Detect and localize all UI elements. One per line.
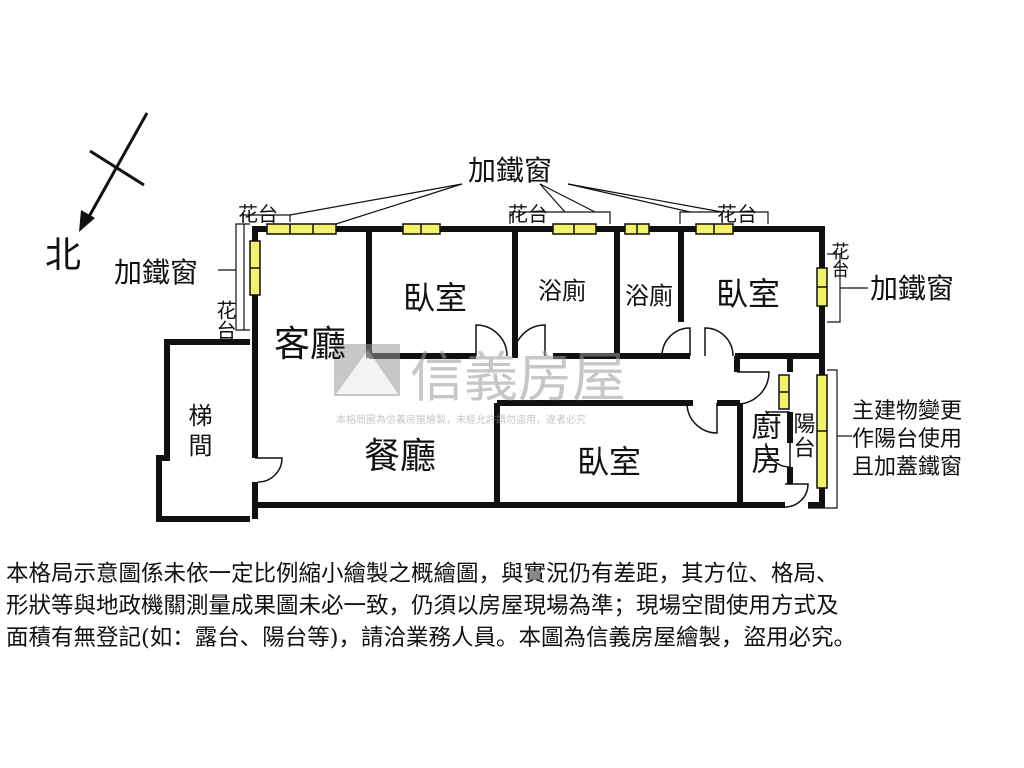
planters [235, 211, 841, 509]
door-balcony-bottom [784, 483, 809, 508]
stair-well [156, 339, 250, 522]
room-bedroom-1: 臥室 [403, 279, 467, 317]
watermark-logo [334, 344, 400, 396]
disclaimer-line-2: 形狀等與地政機關測量成果圖未必一致，仍須以房屋現場為準；現場空間使用方式及 [6, 593, 839, 619]
planter-label-left: 花台 [213, 300, 237, 340]
door-stair [255, 457, 283, 483]
disclaimer-line-1: 本格局示意圖係未依一定比例縮小繪製之概繪圖，與實況仍有差距，其方位、格局、 [6, 561, 839, 587]
door-bath-2 [661, 327, 691, 357]
room-bath-1: 浴廁 [538, 277, 586, 305]
room-kitchen: 廚房 [746, 410, 782, 478]
note-line-3: 且加蓋鐵窗 [852, 455, 962, 480]
floor-plan: 北 [45, 112, 962, 522]
planter-label-right: 花台 [829, 242, 850, 278]
note-line-1: 主建物變更 [852, 399, 962, 424]
planter-label-top-left: 花台 [238, 202, 278, 226]
room-stair: 梯間 [184, 403, 212, 463]
door-bedroom-2 [704, 327, 734, 357]
door-balcony-mid [765, 442, 791, 468]
room-bedroom-3: 臥室 [577, 443, 641, 481]
watermark: 信義房屋 本格局圖為信義房屋繪製，未經允許請勿盜用，違者必究 [334, 344, 626, 426]
north-label: 北 [45, 235, 81, 276]
room-balcony: 陽台 [790, 412, 815, 460]
room-bedroom-2: 臥室 [716, 275, 780, 313]
doors [255, 324, 809, 508]
door-kitchen [736, 371, 770, 405]
iron-window-label-right: 加鐵窗 [870, 272, 954, 305]
windows [249, 223, 828, 489]
north-arrow: 北 [45, 112, 149, 276]
disclaimer-line-3: 面積有無登記(如：露台、陽台等)，請洽業務人員。本圖為信義房屋繪製，盜用必究。 [6, 625, 857, 651]
room-dining: 餐廳 [364, 436, 436, 477]
iron-window-label-left: 加鐵窗 [114, 256, 198, 289]
door-bedroom-3 [686, 402, 718, 434]
note-line-2: 作陽台使用 [852, 427, 962, 452]
room-living: 客廳 [274, 324, 346, 365]
planter-label-top-mid: 花台 [508, 202, 548, 226]
door-bath-1 [513, 324, 546, 357]
planter-label-top-right: 花台 [717, 202, 757, 226]
room-bath-2: 浴廁 [625, 282, 673, 310]
north-arrow-head [79, 210, 95, 232]
watermark-brand: 信義房屋 [410, 346, 626, 409]
watermark-notice: 本格局圖為信義房屋繪製，未經允許請勿盜用，違者必究 [336, 413, 586, 426]
callout-lines [218, 183, 868, 437]
door-bedroom-1 [475, 324, 508, 357]
iron-window-label-top: 加鐵窗 [468, 154, 552, 187]
disclaimer: 本格局示意圖係未依一定比例縮小繪製之概繪圖，與實況仍有差距，其方位、格局、 形狀… [6, 558, 1018, 654]
